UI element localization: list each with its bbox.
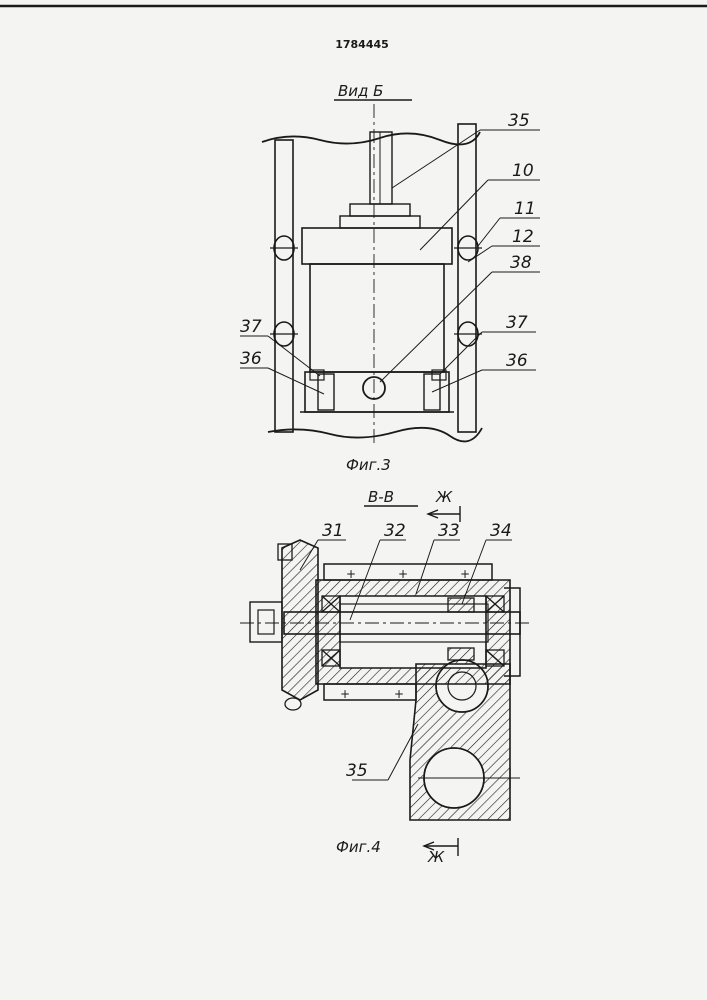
fig3-right-guide-rail (458, 124, 476, 432)
fig3-left-guide-rail (275, 140, 293, 432)
fig3-roller-pair-lower (270, 322, 482, 346)
fig3-callout-37-right: 37 (506, 313, 528, 333)
figure-3: Вид Б (240, 82, 540, 474)
fig3-rod-35 (370, 132, 392, 204)
fig3-caption: Фиг.3 (346, 456, 391, 474)
fig3-carriage-10 (302, 228, 452, 264)
fig3-container-body (310, 264, 444, 372)
fig3-callout-36-right: 36 (506, 351, 528, 371)
fig4-section-label: В-В (368, 488, 394, 506)
fig4-callout-33: 33 (438, 521, 460, 541)
fig4-callout-31: 31 (322, 521, 344, 541)
fig4-gear-31 (282, 540, 318, 700)
fig4-worm-34 (448, 598, 474, 612)
svg-text:+: + (394, 687, 404, 701)
fig3-view-label: Вид Б (338, 82, 383, 100)
fig4-left-bearing (250, 602, 282, 642)
fig3-top-break-line (262, 132, 480, 145)
fig3-callout-38: 38 (510, 253, 532, 273)
fig4-caption: Фиг.4 (336, 838, 381, 856)
patent-number: 1784445 (335, 38, 389, 51)
fig4-bearings (322, 596, 504, 666)
fig3-callout-35: 35 (508, 111, 530, 131)
fig3-callout-36-left: 36 (240, 349, 262, 369)
fig3-rod-base (340, 216, 420, 228)
svg-text:+: + (398, 567, 408, 581)
figure-4: В-В Ж + + + (240, 488, 532, 866)
fig4-callout-34: 34 (490, 521, 512, 541)
fig3-callout-10: 10 (512, 161, 534, 181)
fig3-callout-12: 12 (512, 227, 534, 247)
fig4-callout-32: 32 (384, 521, 406, 541)
fig4-section-arrow-label: Ж (435, 488, 453, 506)
fig3-rod-flange (350, 204, 410, 216)
fig3-callout-37-left: 37 (240, 317, 262, 337)
svg-text:+: + (340, 687, 350, 701)
fig4-bottom-arrow-label: Ж (427, 848, 445, 866)
fig3-leader-lines (240, 130, 540, 394)
fig3-callout-11: 11 (514, 199, 536, 219)
svg-text:+: + (346, 567, 356, 581)
svg-text:+: + (460, 567, 470, 581)
fig4-callout-35: 35 (346, 761, 368, 781)
fig3-bottom-break-line (268, 428, 482, 442)
